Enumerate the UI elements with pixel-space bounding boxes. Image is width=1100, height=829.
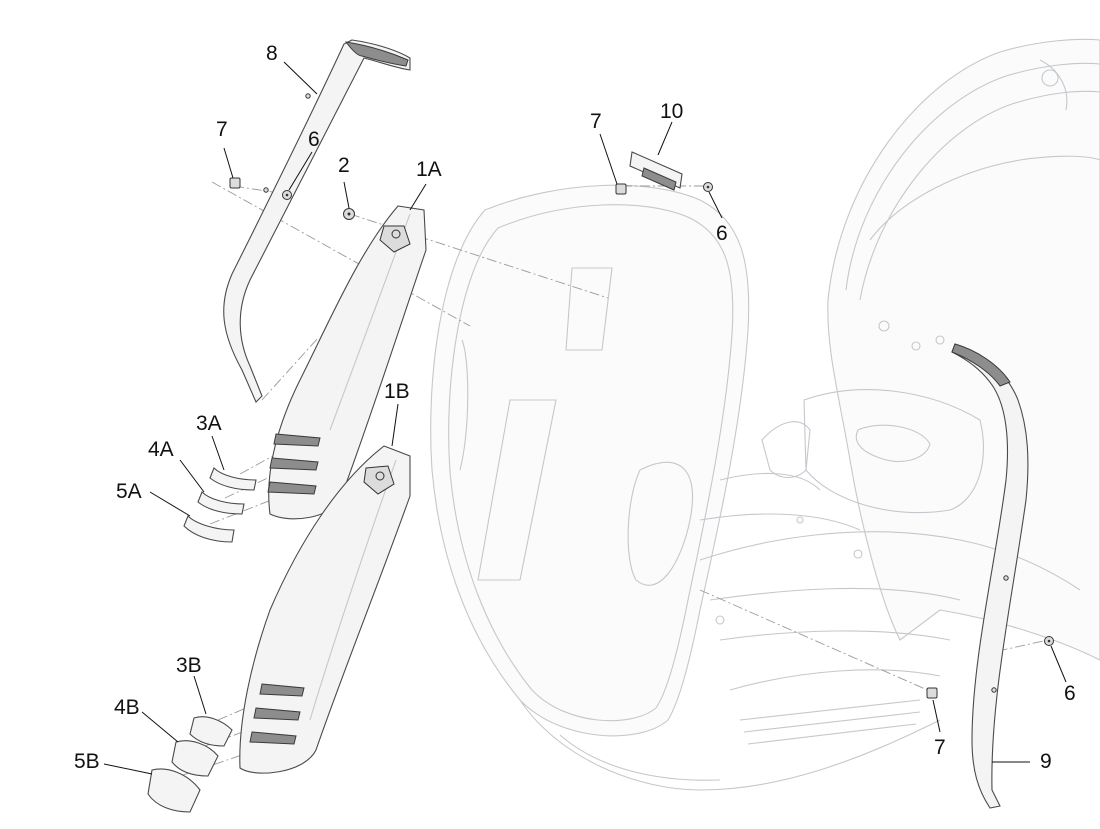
callout-6-upper-left: 6 (308, 128, 320, 151)
callout-2: 2 (338, 154, 350, 177)
callout-6-upper-right: 6 (716, 222, 728, 245)
callout-7-upper-left: 7 (216, 118, 228, 141)
callout-8: 8 (266, 42, 278, 65)
callout-3a: 3A (196, 412, 222, 435)
part-8-trim-strip (223, 39, 411, 403)
callout-7-lower: 7 (934, 736, 946, 759)
callout-3b: 3B (176, 654, 202, 677)
callout-5a: 5A (116, 480, 142, 503)
part-7-clip-upper-right (615, 183, 627, 195)
callout-7-upper-right: 7 (590, 110, 602, 133)
part-7-clip-lower (926, 687, 938, 699)
part-5b-grille-cap (147, 768, 201, 813)
part-9-trim-strip (951, 343, 1029, 809)
callout-6-lower: 6 (1064, 682, 1076, 705)
callout-9: 9 (1040, 750, 1052, 773)
part-6-screw-upper-left (282, 190, 292, 200)
part-7-clip-upper-left (229, 177, 241, 189)
callout-10: 10 (660, 100, 683, 123)
callout-1b: 1B (384, 380, 410, 403)
part-2-screw (343, 208, 355, 220)
callout-5b: 5B (74, 750, 100, 773)
part-6-screw-upper-right (703, 182, 713, 192)
part-1a-horn-cover (267, 205, 427, 520)
hardware (229, 177, 1054, 699)
callout-4b: 4B (114, 696, 140, 719)
part-1b-horn-cover (239, 445, 411, 774)
part-10-bracket (629, 151, 683, 191)
part-3a-grille-strip (209, 467, 257, 491)
part-4a-grille-strip (197, 491, 245, 515)
callout-labels: 8 7 6 2 1A 7 10 6 3A 4A 5A 1B 3B 4B 5B 6… (74, 42, 1076, 773)
leader-lines (103, 61, 1067, 775)
part-4b-grille-cap (171, 740, 219, 777)
callout-1a: 1A (416, 158, 442, 181)
part-5a-grille-strip (183, 515, 235, 543)
part-3b-grille-cap (189, 716, 233, 747)
callout-4a: 4A (148, 438, 174, 461)
part-6-screw-lower (1044, 636, 1054, 646)
